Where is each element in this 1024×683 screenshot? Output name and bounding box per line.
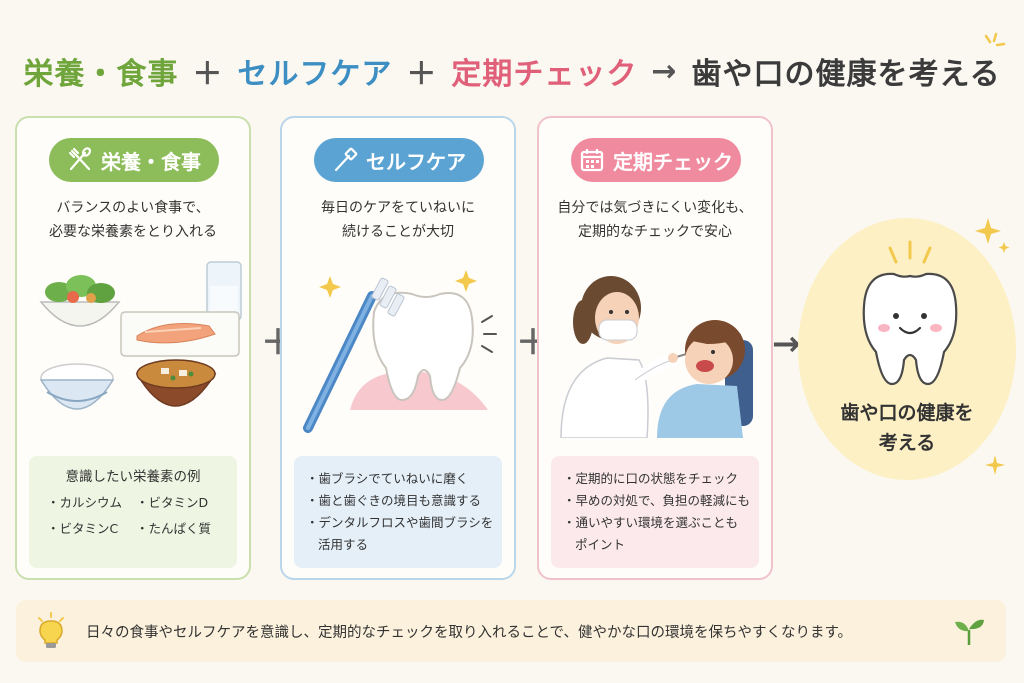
title-plus-1: ＋	[192, 57, 224, 92]
meal-illustration	[39, 261, 242, 410]
tip-brush-carefully: 歯ブラシでていねいに磨く	[318, 471, 469, 486]
list-item: ・たんぱく質	[136, 521, 212, 536]
tip-early-treatment: 早めの対処で、負担の軽減にも	[575, 493, 751, 508]
dental-checkup-illustration	[560, 276, 753, 438]
title-result: 歯や口の健康を考える	[691, 57, 1001, 92]
nutrient-examples-box: 意識したい栄養素の例 ・カルシウム ・ビタミンD ・ビタミンC ・たんぱく質	[29, 456, 237, 568]
title-arrow: →	[651, 53, 678, 89]
tip-easy-access: 通いやすい環境を選ぶことも	[575, 515, 739, 530]
selfcare-desc-line-2: 続けることが大切	[342, 224, 454, 240]
selfcare-description: 毎日のケアをていねいに 続けることが大切	[290, 196, 506, 244]
sparkle-icon	[985, 455, 1005, 475]
panel-nutrition: 栄養・食事 バランスのよい食事で、 必要な栄養素をとり入れる 意識したい栄養素の…	[15, 116, 251, 580]
title-plus-2: ＋	[406, 57, 438, 92]
footer-banner: 日々の食事やセルフケアを意識し、定期的なチェックを取り入れることで、健やかな口の…	[16, 600, 1006, 662]
nutrition-desc-line-2: 必要な栄養素をとり入れる	[49, 224, 217, 240]
sprout-icon	[955, 619, 984, 645]
result-label-line-1: 歯や口の健康を	[840, 402, 974, 424]
footer-text: 日々の食事やセルフケアを意識し、定期的なチェックを取り入れることで、健やかな口の…	[86, 624, 853, 641]
list-item-continuation: ポイント	[575, 537, 626, 552]
selfcare-desc-line-1: 毎日のケアをていねいに	[321, 200, 475, 216]
nutrition-header: 栄養・食事	[49, 138, 219, 182]
list-item: ・デンタルフロスや歯間ブラシを	[306, 515, 494, 530]
page-title: 栄養・食事 ＋ セルフケア ＋ 定期チェック → 歯や口の健康を考える	[0, 46, 1024, 96]
nutrition-desc-line-1: バランスのよい食事で、	[56, 200, 210, 216]
selfcare-title: セルフケア	[366, 149, 466, 174]
result-label-line-2: 考える	[878, 432, 936, 454]
sparkle-icon	[975, 218, 1010, 253]
checkup-header: 定期チェック	[571, 138, 741, 182]
checkup-tips-box: ・定期的に口の状態をチェック ・早めの対処で、負担の軽減にも ・通いやすい環境を…	[551, 456, 759, 568]
nutrient-protein: たんぱく質	[148, 521, 212, 536]
title-nutrition: 栄養・食事	[23, 57, 179, 92]
list-item: ・歯と歯ぐきの境目も意識する	[306, 493, 482, 508]
tip-floss: デンタルフロスや歯間ブラシを	[318, 515, 494, 530]
panel-checkup: 定期チェック 自分では気づきにくい変化も、 定期的なチェックで安心 ・定期的に口…	[537, 116, 773, 580]
light-bulb-icon	[38, 612, 64, 648]
list-item: ・カルシウム	[47, 495, 123, 510]
list-item: ・早めの対処で、負担の軽減にも	[563, 493, 751, 508]
toothbrush-icon	[334, 147, 358, 172]
fork-spoon-icon	[68, 147, 92, 171]
checkup-description: 自分では気づきにくい変化も、 定期的なチェックで安心	[547, 196, 763, 244]
list-item: ・通いやすい環境を選ぶことも	[563, 515, 739, 530]
title-selfcare: セルフケア	[237, 57, 393, 92]
list-item: ・ビタミンC	[47, 521, 119, 536]
checkup-desc-line-2: 定期的なチェックで安心	[578, 224, 732, 240]
title-checkup: 定期チェック	[451, 57, 638, 92]
result-label: 歯や口の健康を 考える	[808, 398, 1006, 458]
selfcare-header: セルフケア	[314, 138, 484, 182]
nutrition-title: 栄養・食事	[101, 149, 201, 174]
nutrient-vitamin-c: ビタミンC	[59, 521, 119, 536]
happy-tooth-icon	[862, 240, 958, 386]
calendar-icon	[580, 149, 604, 172]
toothbrush-illustration	[303, 270, 497, 433]
list-item: ・ビタミンD	[136, 495, 209, 510]
nutrient-examples-title: 意識したい栄養素の例	[65, 469, 201, 485]
arrow-connector: →	[772, 324, 801, 364]
selfcare-tips-box: ・歯ブラシでていねいに磨く ・歯と歯ぐきの境目も意識する ・デンタルフロスや歯間…	[294, 456, 502, 568]
list-item: ・定期的に口の状態をチェック	[563, 471, 739, 486]
panel-selfcare: セルフケア 毎日のケアをていねいに 続けることが大切 ・歯ブラシでていねいに磨く…	[280, 116, 516, 580]
nutrient-vitamin-d: ビタミンD	[148, 495, 209, 510]
nutrition-description: バランスのよい食事で、 必要な栄養素をとり入れる	[25, 196, 241, 244]
sparkle-icon	[984, 32, 1006, 47]
checkup-title: 定期チェック	[613, 149, 733, 174]
list-item-continuation: 活用する	[318, 537, 369, 552]
list-item: ・歯ブラシでていねいに磨く	[306, 471, 469, 486]
checkup-desc-line-1: 自分では気づきにくい変化も、	[557, 200, 753, 216]
tip-check-regularly: 定期的に口の状態をチェック	[575, 471, 739, 486]
tip-gumline: 歯と歯ぐきの境目も意識する	[318, 493, 482, 508]
nutrient-calcium: カルシウム	[59, 495, 123, 510]
